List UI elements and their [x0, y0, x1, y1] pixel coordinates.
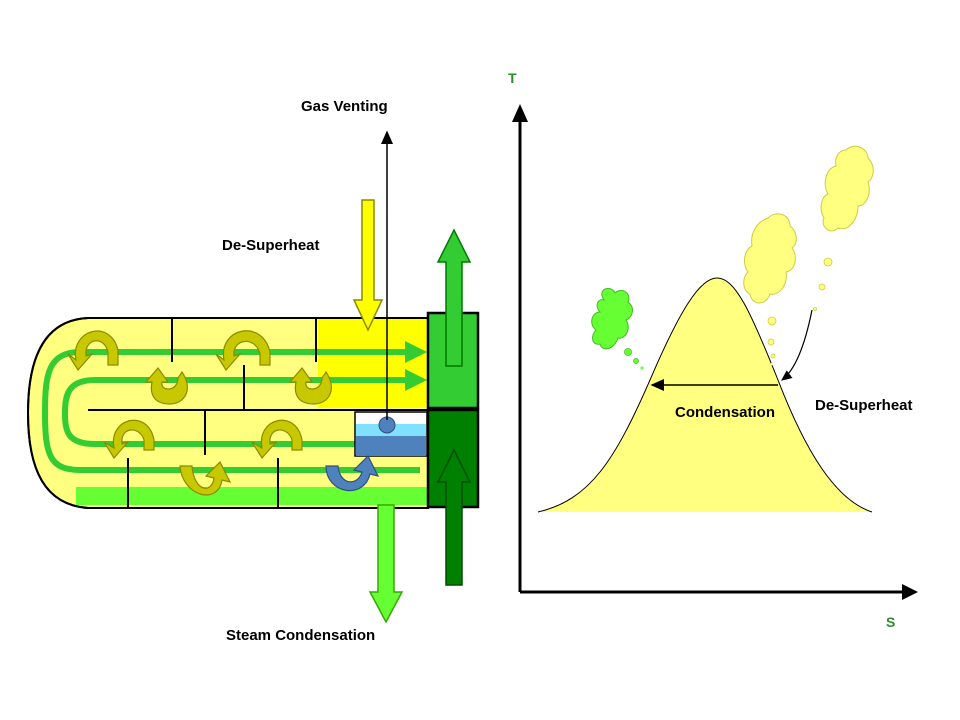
swirl-arrow-icon — [215, 330, 271, 372]
steam-cloud-icon — [591, 288, 644, 370]
de-superheat-curve — [781, 309, 813, 381]
condensate-outlet-arrow — [368, 504, 404, 624]
label-steam-condensation: Steam Condensation — [226, 627, 376, 644]
s-axis-arrowhead — [902, 584, 918, 600]
axis-label-s: S — [886, 614, 896, 630]
cooling-water-outlet-arrow — [436, 228, 472, 367]
tube-arrowheads — [405, 341, 427, 391]
u-tube — [41, 349, 420, 473]
swirl-arrow-icon — [144, 367, 188, 405]
saturation-dome — [538, 278, 872, 512]
ts-axes — [518, 112, 912, 594]
condensate-band — [76, 487, 428, 505]
cooling-water-inlet-arrow — [436, 448, 472, 586]
label-de-superheat-right: De-Superheat — [815, 397, 913, 414]
vent-chamber — [354, 411, 428, 457]
t-axis-arrowhead — [512, 104, 528, 122]
de-superheat-zone — [318, 318, 428, 408]
swirl-arrow-icon — [103, 419, 155, 460]
axis-label-t: T — [508, 70, 517, 86]
steam-cloud-icon — [743, 213, 797, 366]
swirl-arrow-icon — [325, 454, 380, 492]
swirl-arrows — [67, 330, 332, 496]
label-condensation: Condensation — [675, 404, 775, 421]
steam-inlet-arrow — [352, 199, 384, 332]
steam-cloud-icon — [813, 145, 874, 311]
label-de-superheat-left: De-Superheat — [222, 237, 320, 254]
swirl-arrow-icon — [179, 460, 232, 496]
label-gas-venting: Gas Venting — [301, 98, 388, 115]
swirl-arrow-icon — [67, 330, 119, 372]
baffles — [88, 318, 430, 508]
swirl-arrow-icon — [288, 367, 332, 405]
swirl-arrow-icon — [251, 419, 303, 460]
